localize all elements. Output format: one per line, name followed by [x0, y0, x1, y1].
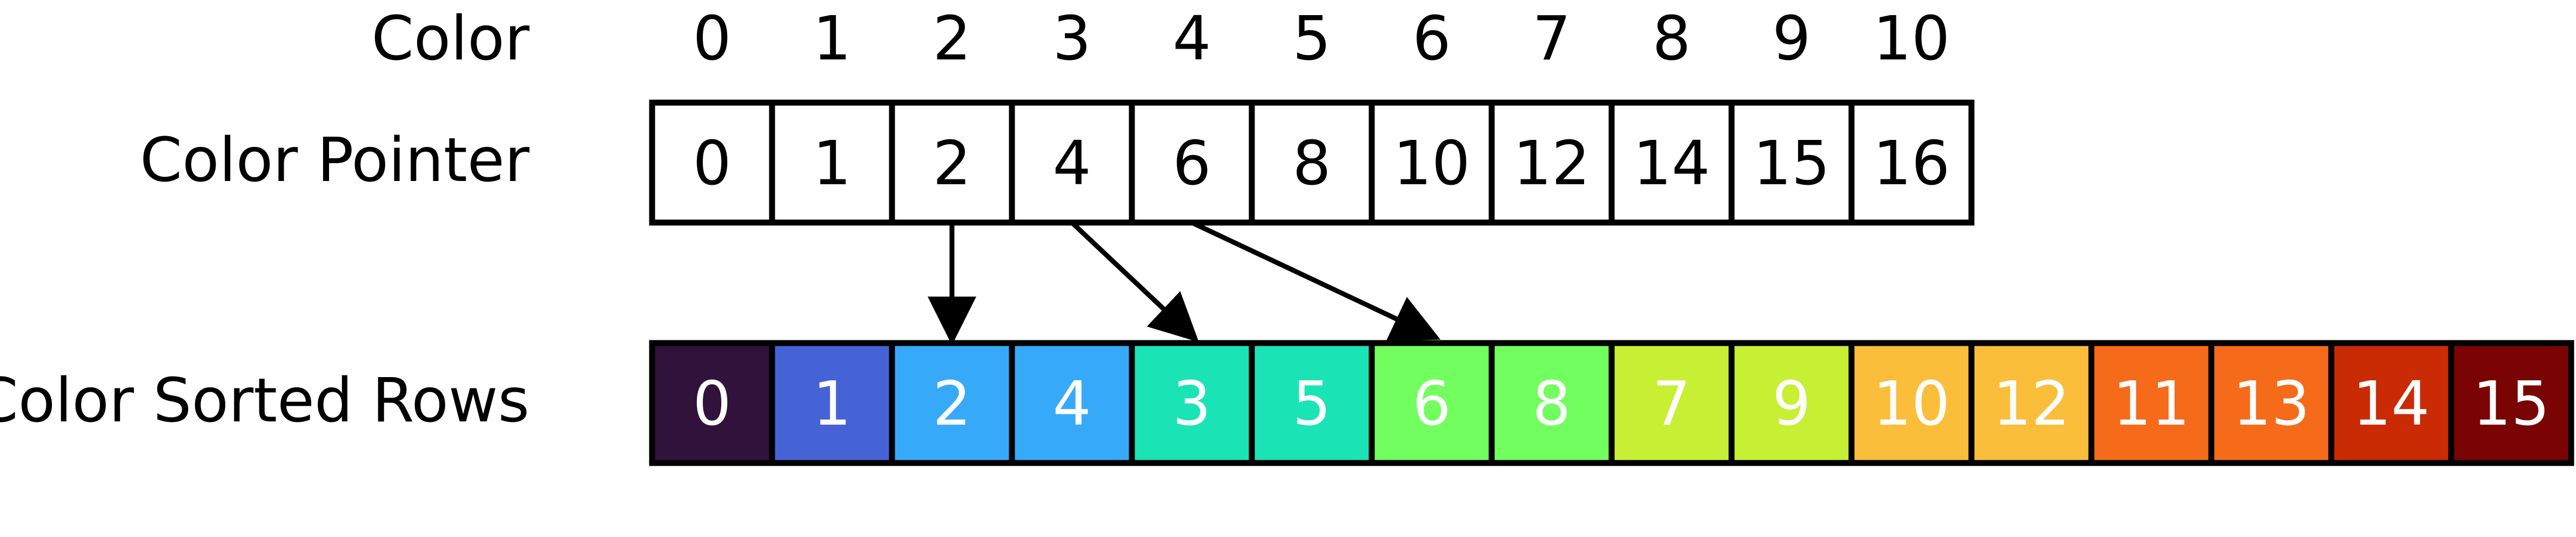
- sorted-row-cell-2: [889, 340, 1015, 466]
- sorted-row-cell-7: [1488, 340, 1615, 466]
- label-color-sorted-rows: Color Sorted Rows: [0, 366, 529, 436]
- label-color: Color: [372, 4, 530, 74]
- pointer-cell-9: [1728, 99, 1855, 226]
- pointer-value-5: 8: [1292, 129, 1331, 199]
- sorted-row-cell-3: [1009, 340, 1135, 466]
- sorted-row-value-14: 14: [2353, 369, 2430, 439]
- sorted-row-value-6: 6: [1412, 369, 1451, 439]
- color-index-0: 0: [693, 4, 731, 74]
- color-index-6: 6: [1412, 4, 1451, 74]
- sorted-row-value-11: 12: [1993, 369, 2070, 439]
- pointer-cell-1: [769, 99, 895, 226]
- sorted-row-value-3: 4: [1052, 369, 1091, 439]
- pointer-cell-0: [649, 99, 775, 226]
- sorted-row-cell-11: [1968, 340, 2095, 466]
- sorted-row-value-10: 10: [1873, 369, 1950, 439]
- sorted-row-cell-5: [1249, 340, 1375, 466]
- color-index-row: 0 1 2 3 4 5 6 7 8 9 10: [693, 4, 1950, 74]
- sorted-row-value-1: 1: [813, 369, 851, 439]
- pointer-value-1: 1: [813, 129, 851, 199]
- pointer-arrows: [928, 220, 1441, 345]
- sorted-row-value-2: 2: [933, 369, 971, 439]
- sorted-row-cell-4: [1129, 340, 1255, 466]
- color-index-2: 2: [933, 4, 971, 74]
- sorted-row-value-0: 0: [693, 369, 731, 439]
- sorted-row-cell-6: [1369, 340, 1495, 466]
- pointer-value-3: 4: [1052, 129, 1091, 199]
- pointer-cell-10: [1848, 99, 1975, 226]
- pointer-arrow-1: [1070, 220, 1199, 343]
- sorted-row-value-5: 5: [1292, 369, 1331, 439]
- color-index-4: 4: [1172, 4, 1211, 74]
- pointer-value-6: 10: [1393, 129, 1471, 199]
- sorted-row-value-8: 7: [1652, 369, 1691, 439]
- pointer-value-7: 12: [1513, 129, 1591, 199]
- color-index-7: 7: [1532, 4, 1571, 74]
- pointer-value-0: 0: [693, 129, 731, 199]
- sorted-row-value-13: 13: [2233, 369, 2310, 439]
- pointer-cell-8: [1608, 99, 1735, 226]
- color-index-5: 5: [1292, 4, 1331, 74]
- color-index-10: 10: [1873, 4, 1950, 74]
- sorted-row-value-15: 15: [2473, 369, 2550, 439]
- pointer-value-10: 16: [1873, 129, 1950, 199]
- sorted-row-cell-9: [1728, 340, 1855, 466]
- pointer-value-4: 6: [1172, 129, 1211, 199]
- pointer-value-2: 2: [933, 129, 971, 199]
- sorted-row-value-4: 3: [1172, 369, 1211, 439]
- pointer-value-8: 14: [1633, 129, 1710, 199]
- pointer-cell-6: [1369, 99, 1495, 226]
- sorted-row-value-9: 9: [1772, 369, 1810, 439]
- pointer-cell-7: [1488, 99, 1615, 226]
- color-index-9: 9: [1772, 4, 1810, 74]
- color-index-3: 3: [1052, 4, 1091, 74]
- pointer-arrow-2: [1191, 220, 1441, 341]
- sorted-row-value-7: 8: [1532, 369, 1571, 439]
- color-index-8: 8: [1652, 4, 1691, 74]
- sorted-row-cell-14: [2328, 340, 2454, 466]
- sorted-row-cell-8: [1608, 340, 1735, 466]
- pointer-value-9: 15: [1753, 129, 1830, 199]
- label-color-pointer: Color Pointer: [140, 125, 530, 196]
- color-index-1: 1: [813, 4, 851, 74]
- sorted-row-cell-15: [2448, 340, 2574, 466]
- sorted-row-value-12: 11: [2113, 369, 2190, 439]
